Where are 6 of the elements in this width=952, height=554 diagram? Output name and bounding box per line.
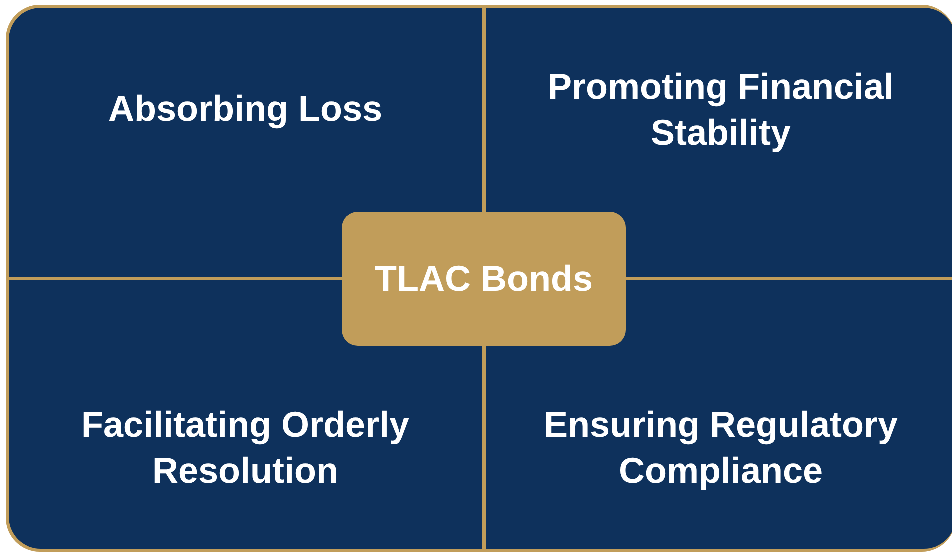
center-box — [342, 212, 626, 346]
quadrant-title: Facilitating Orderly Resolution — [80, 403, 411, 493]
center-title: TLAC Bonds — [375, 257, 593, 301]
quadrant-title: Absorbing Loss — [108, 87, 382, 131]
quadrant-title: Ensuring Regulatory Compliance — [542, 403, 900, 493]
quadrant-title: Promoting Financial Stability — [546, 65, 896, 155]
